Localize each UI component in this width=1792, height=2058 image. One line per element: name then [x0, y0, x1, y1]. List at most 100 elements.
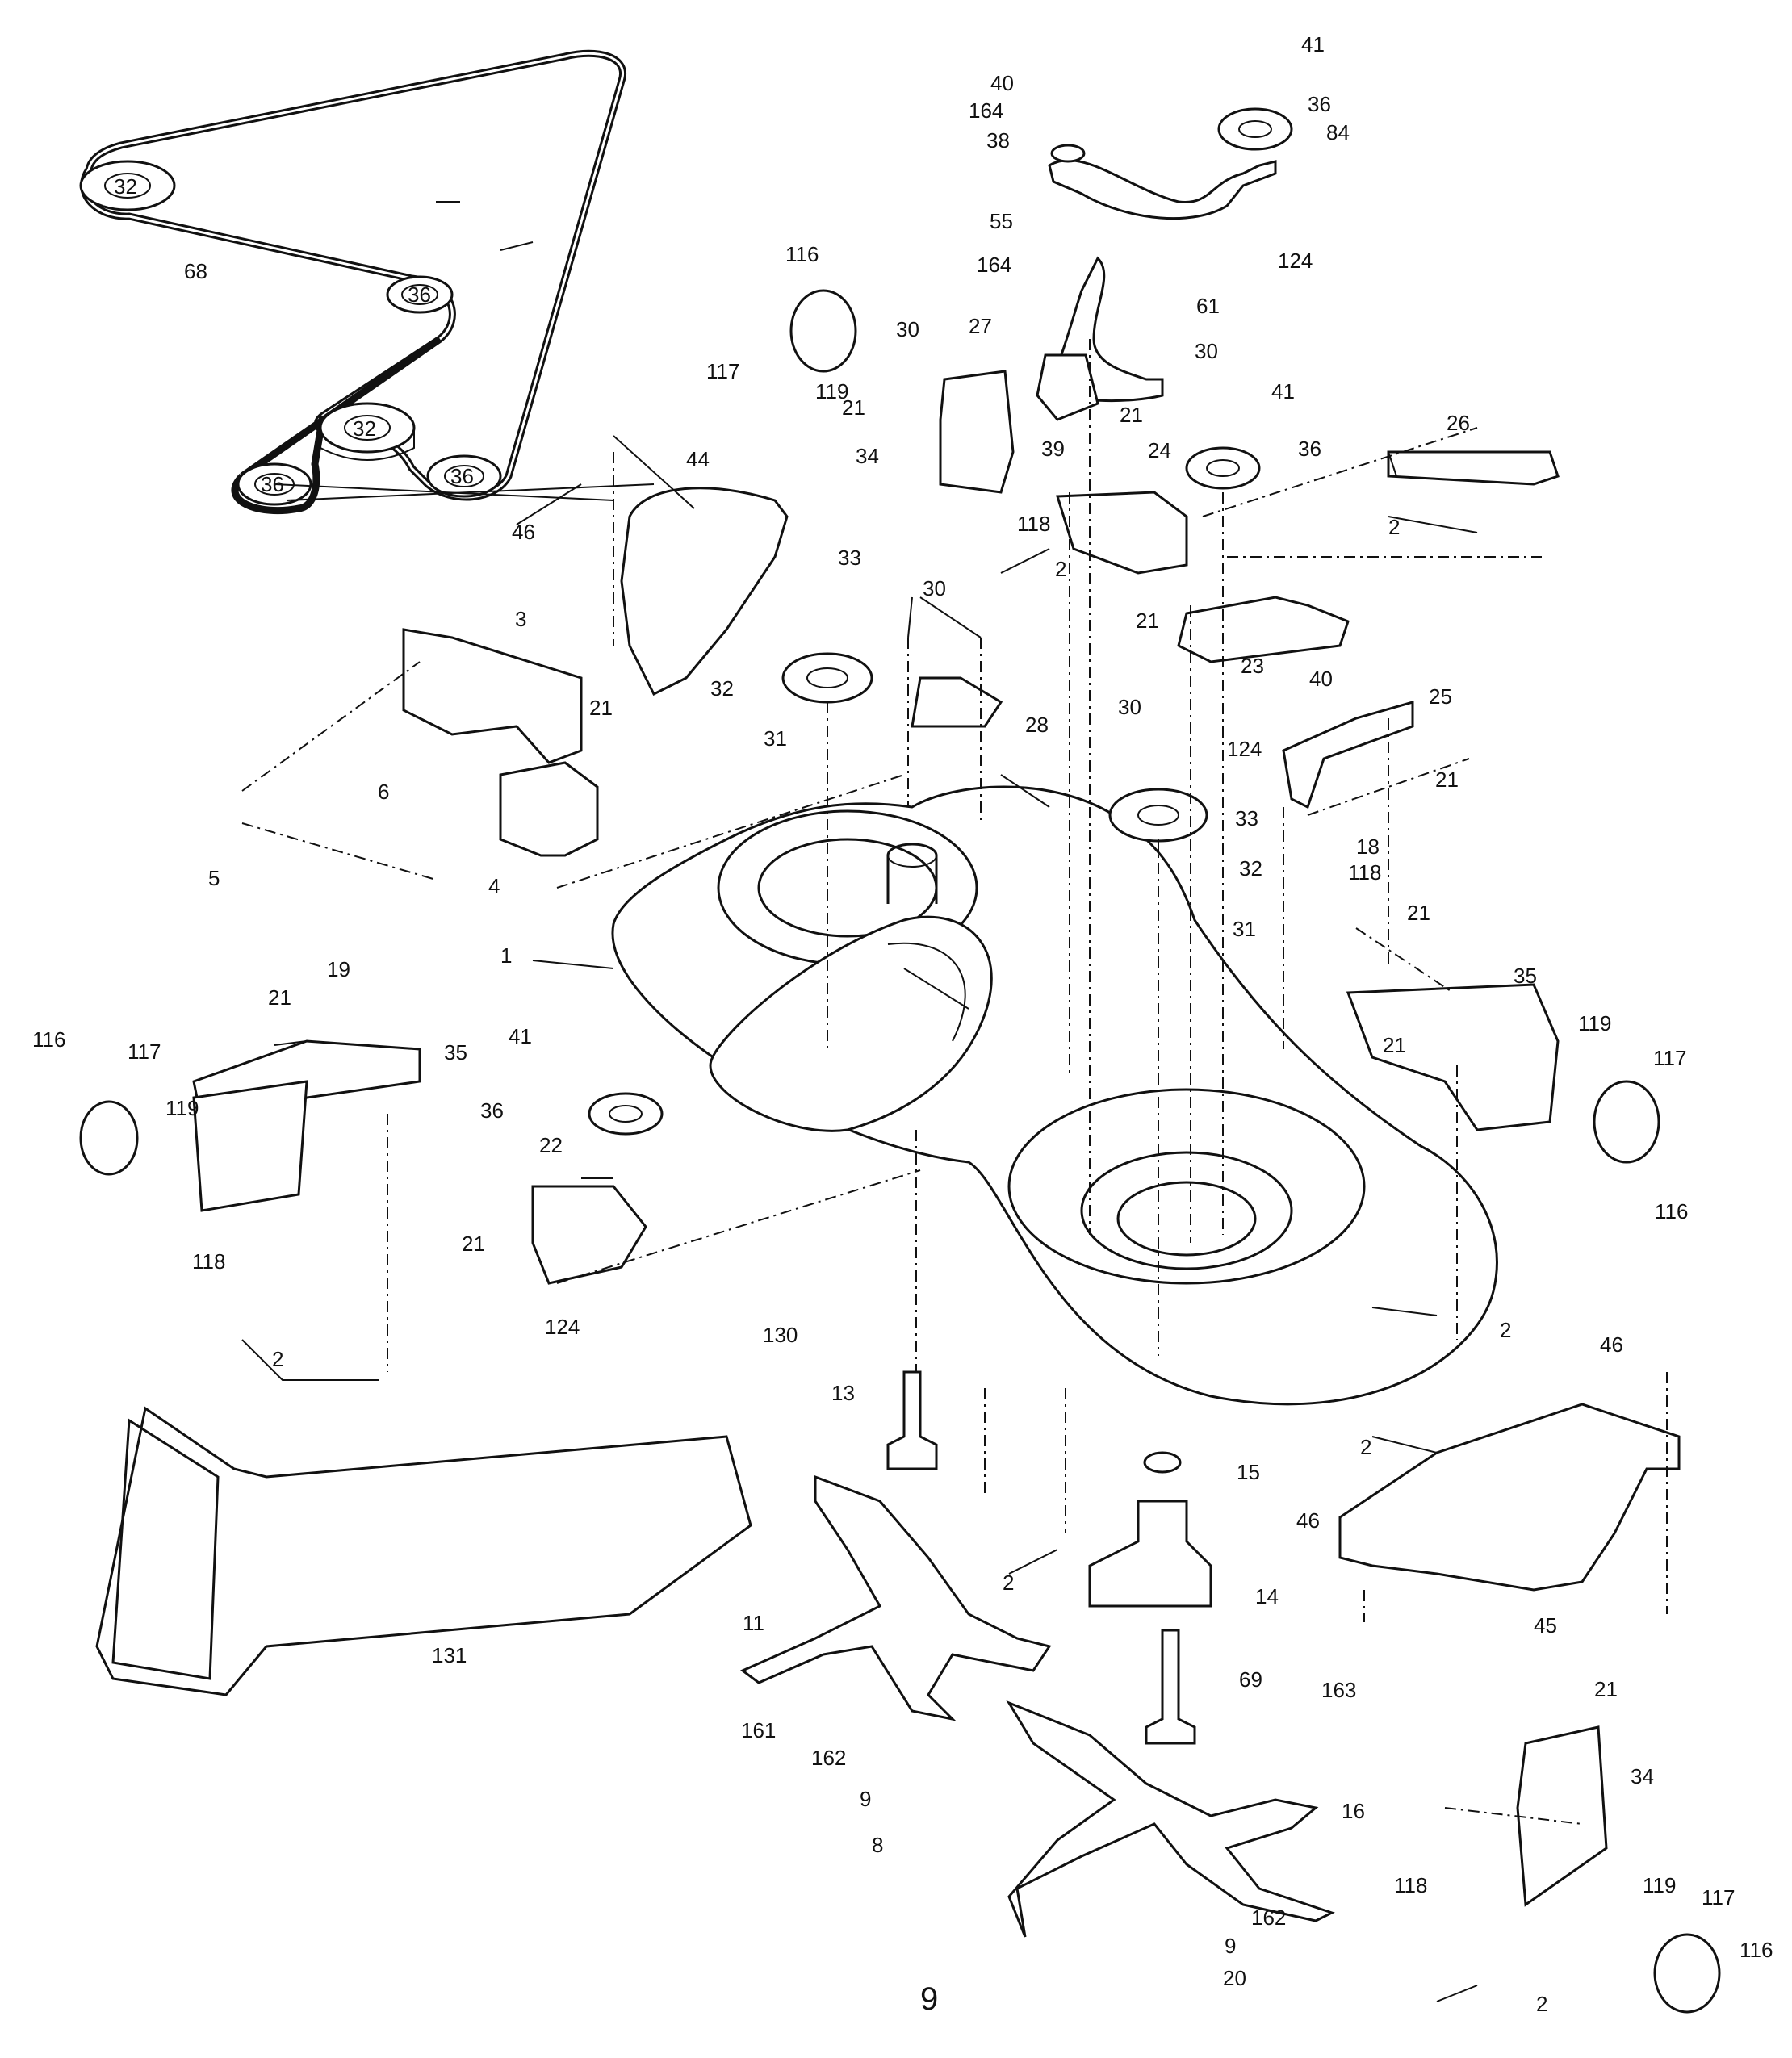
belt-pulley-label: 32	[114, 174, 137, 199]
belt-pulley-32-upper: 32	[79, 160, 176, 211]
callout-15: 15	[1237, 1460, 1260, 1484]
idler-arm-assembly	[192, 144, 1608, 1907]
callout-2: 2	[1055, 557, 1066, 581]
callout-23: 23	[1241, 654, 1264, 678]
belt-pulley-36-right: 36	[386, 275, 454, 314]
callout-36: 36	[1308, 92, 1331, 116]
callout-33: 33	[1235, 806, 1258, 830]
callout-162: 162	[1251, 1905, 1286, 1930]
callout-35: 35	[444, 1040, 467, 1065]
callout-164: 164	[977, 253, 1011, 277]
callout-117: 117	[1653, 1046, 1686, 1070]
callout-26: 26	[1447, 411, 1470, 435]
pulleys	[588, 107, 1293, 1136]
callout-118: 118	[1348, 860, 1381, 885]
callout-21: 21	[589, 696, 613, 720]
callout-19: 19	[327, 957, 350, 981]
callout-39: 39	[1041, 437, 1065, 461]
callout-41: 41	[1271, 379, 1295, 404]
blade-upper	[740, 1474, 1052, 1721]
callout-117: 117	[128, 1039, 161, 1064]
callout-21: 21	[1120, 403, 1143, 427]
callout-36: 36	[480, 1098, 504, 1123]
callout-68: 68	[184, 259, 207, 283]
callout-2: 2	[1536, 1992, 1547, 2016]
pulley-36-top	[1217, 107, 1293, 151]
callout-2: 2	[272, 1347, 283, 1371]
callout-2: 2	[1388, 515, 1400, 539]
callout-31: 31	[1233, 917, 1256, 941]
callout-30: 30	[1118, 695, 1141, 719]
callout-9: 9	[1225, 1934, 1236, 1958]
callout-32: 32	[1239, 856, 1262, 881]
callout-116: 116	[785, 242, 819, 266]
callout-9: 9	[860, 1787, 871, 1811]
callout-117: 117	[706, 359, 739, 383]
callout-8: 8	[872, 1833, 883, 1857]
callout-119: 119	[1643, 1873, 1676, 1897]
callout-45: 45	[1534, 1613, 1557, 1638]
callout-24: 24	[1148, 438, 1171, 462]
callout-16: 16	[1342, 1799, 1365, 1823]
callout-30: 30	[1195, 339, 1218, 363]
callout-116: 116	[32, 1027, 65, 1052]
callout-163: 163	[1321, 1678, 1356, 1702]
deck-housing	[611, 785, 1498, 1406]
callout-162: 162	[811, 1746, 846, 1770]
callout-21: 21	[462, 1232, 485, 1256]
callout-61: 61	[1196, 294, 1220, 318]
callout-46: 46	[512, 520, 535, 544]
callout-2: 2	[1360, 1435, 1371, 1459]
callout-118: 118	[192, 1249, 225, 1274]
callout-34: 34	[856, 444, 879, 468]
callout-22: 22	[539, 1133, 563, 1157]
callout-84: 84	[1326, 120, 1350, 144]
callout-38: 38	[986, 128, 1010, 153]
callout-46: 46	[1296, 1508, 1320, 1533]
callout-21: 21	[842, 395, 865, 420]
pulley-36-lower	[588, 1092, 664, 1136]
callout-35: 35	[1514, 964, 1537, 988]
callout-41: 41	[1301, 32, 1325, 56]
callout-21: 21	[1407, 901, 1430, 925]
callout-21: 21	[1136, 609, 1159, 633]
callout-28: 28	[1025, 713, 1049, 737]
callout-44: 44	[686, 447, 710, 471]
callout-33: 33	[838, 546, 861, 570]
callout-130: 130	[763, 1323, 798, 1347]
callout-4: 4	[488, 874, 500, 898]
callout-5: 5	[208, 866, 220, 890]
callout-116: 116	[1655, 1199, 1688, 1224]
gauge-wheel-left	[79, 1100, 139, 1176]
callout-119: 119	[815, 379, 848, 404]
callout-21: 21	[1594, 1677, 1618, 1701]
assembly-lines	[241, 339, 1668, 1825]
callout-18: 18	[1356, 834, 1380, 859]
callout-21: 21	[1383, 1033, 1406, 1057]
blade-lower	[1006, 1700, 1335, 1938]
callout-2: 2	[1500, 1318, 1511, 1342]
belt-pulley-36-bottom: 36	[426, 454, 502, 498]
callout-11: 11	[743, 1611, 764, 1635]
rear-shield	[1338, 1403, 1681, 1592]
callout-14: 14	[1255, 1584, 1279, 1608]
callout-118: 118	[1017, 512, 1050, 536]
callout-164: 164	[969, 98, 1003, 123]
callout-30: 30	[896, 317, 919, 341]
callout-55: 55	[990, 209, 1013, 233]
callout-161: 161	[741, 1718, 776, 1742]
callout-34: 34	[1631, 1764, 1654, 1788]
belt-routing-inset: 32 36 32 36 36	[79, 49, 626, 515]
gauge-wheels	[79, 289, 1721, 2014]
belt-pulley-label: 36	[408, 282, 431, 307]
belt-pulley-label: 32	[353, 416, 376, 441]
callout-40: 40	[1309, 667, 1333, 691]
callout-119: 119	[165, 1096, 199, 1120]
pulley-32-right	[1108, 788, 1208, 843]
callout-116: 116	[1740, 1938, 1773, 1962]
callout-36: 36	[1298, 437, 1321, 461]
callout-numbers: 41 40 36 164 84 38 55 164 124 61 116 30 …	[32, 32, 1773, 2016]
callout-27: 27	[969, 314, 992, 338]
callout-41: 41	[509, 1024, 532, 1048]
